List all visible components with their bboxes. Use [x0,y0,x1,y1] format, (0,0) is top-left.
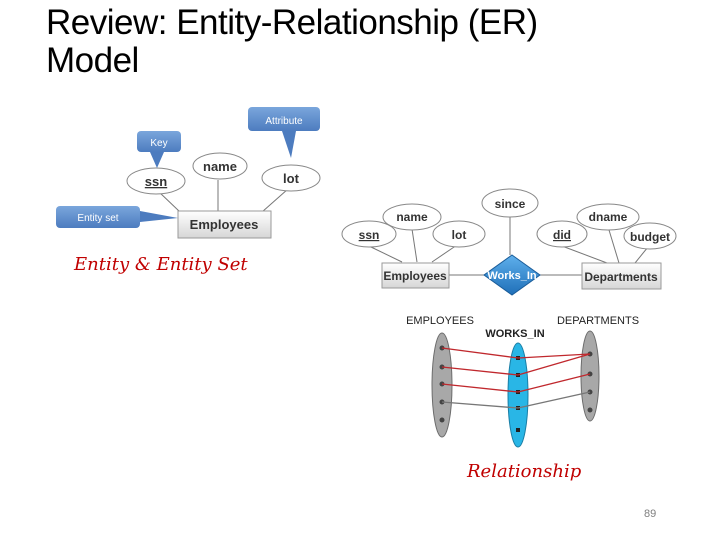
rel-attr-dname-label: dname [589,210,628,224]
rel-works-in-label: Works_In [487,270,537,282]
callout-attribute: Attribute [248,107,320,158]
rel-entity-departments: Departments [581,262,662,290]
rel-entity-employees: Employees [381,262,450,289]
attr-lot-label: lot [283,171,300,186]
callout-attribute-label: Attribute [265,116,303,127]
caption-entity: Entity & Entity Set [74,254,248,275]
attr-ssn-ellipse: ssn [126,167,186,195]
rel-attr-budget: budget [623,222,677,250]
callout-entity-set-label: Entity set [77,213,118,224]
label-employees: EMPLOYEES [406,315,474,327]
slide-title: Review: Entity-Relationship (ER) Model [46,4,666,80]
rel-works-in-diamond: Works_In [483,254,541,296]
rel-attr-name-label: name [396,210,428,224]
label-works-in: WORKS_IN [485,328,544,340]
rel-attr-lot: lot [432,220,486,248]
attr-lot-ellipse: lot [261,164,321,192]
label-departments: DEPARTMENTS [557,315,639,327]
works-in-set-oval [507,342,529,448]
rel-attr-budget-label: budget [630,230,670,244]
rel-attr-ssn: ssn [341,220,397,248]
rel-entity-departments-label: Departments [584,270,658,284]
rel-attr-name: name [382,203,442,231]
callout-key-label: Key [150,138,167,149]
title-line-2: Model [46,41,139,80]
page-number: 89 [644,508,657,520]
rel-attr-since-label: since [495,197,526,211]
attr-name-ellipse: name [192,152,248,180]
rel-attr-lot-label: lot [452,228,467,242]
attr-name-label: name [203,159,237,174]
attr-ssn-label: ssn [145,174,167,189]
rel-attr-ssn-label: ssn [359,228,380,242]
title-line-1: Review: Entity-Relationship (ER) [46,3,538,42]
callout-key: Key [137,131,181,168]
rel-attr-dname: dname [576,203,640,231]
rel-attr-since: since [481,188,539,218]
entity-connectors [157,180,289,213]
employees-set-oval [431,332,453,438]
rel-attr-did: did [536,220,588,248]
entity-employees-box: Employees [177,210,272,239]
instance-links [441,347,591,409]
callout-entity-set: Entity set [56,206,178,228]
rel-entity-employees-label: Employees [383,269,447,283]
relationship-connectors [370,217,649,276]
entity-employees-label: Employees [190,217,259,232]
caption-relationship: Relationship [467,461,582,482]
rel-attr-did-label: did [553,228,571,242]
